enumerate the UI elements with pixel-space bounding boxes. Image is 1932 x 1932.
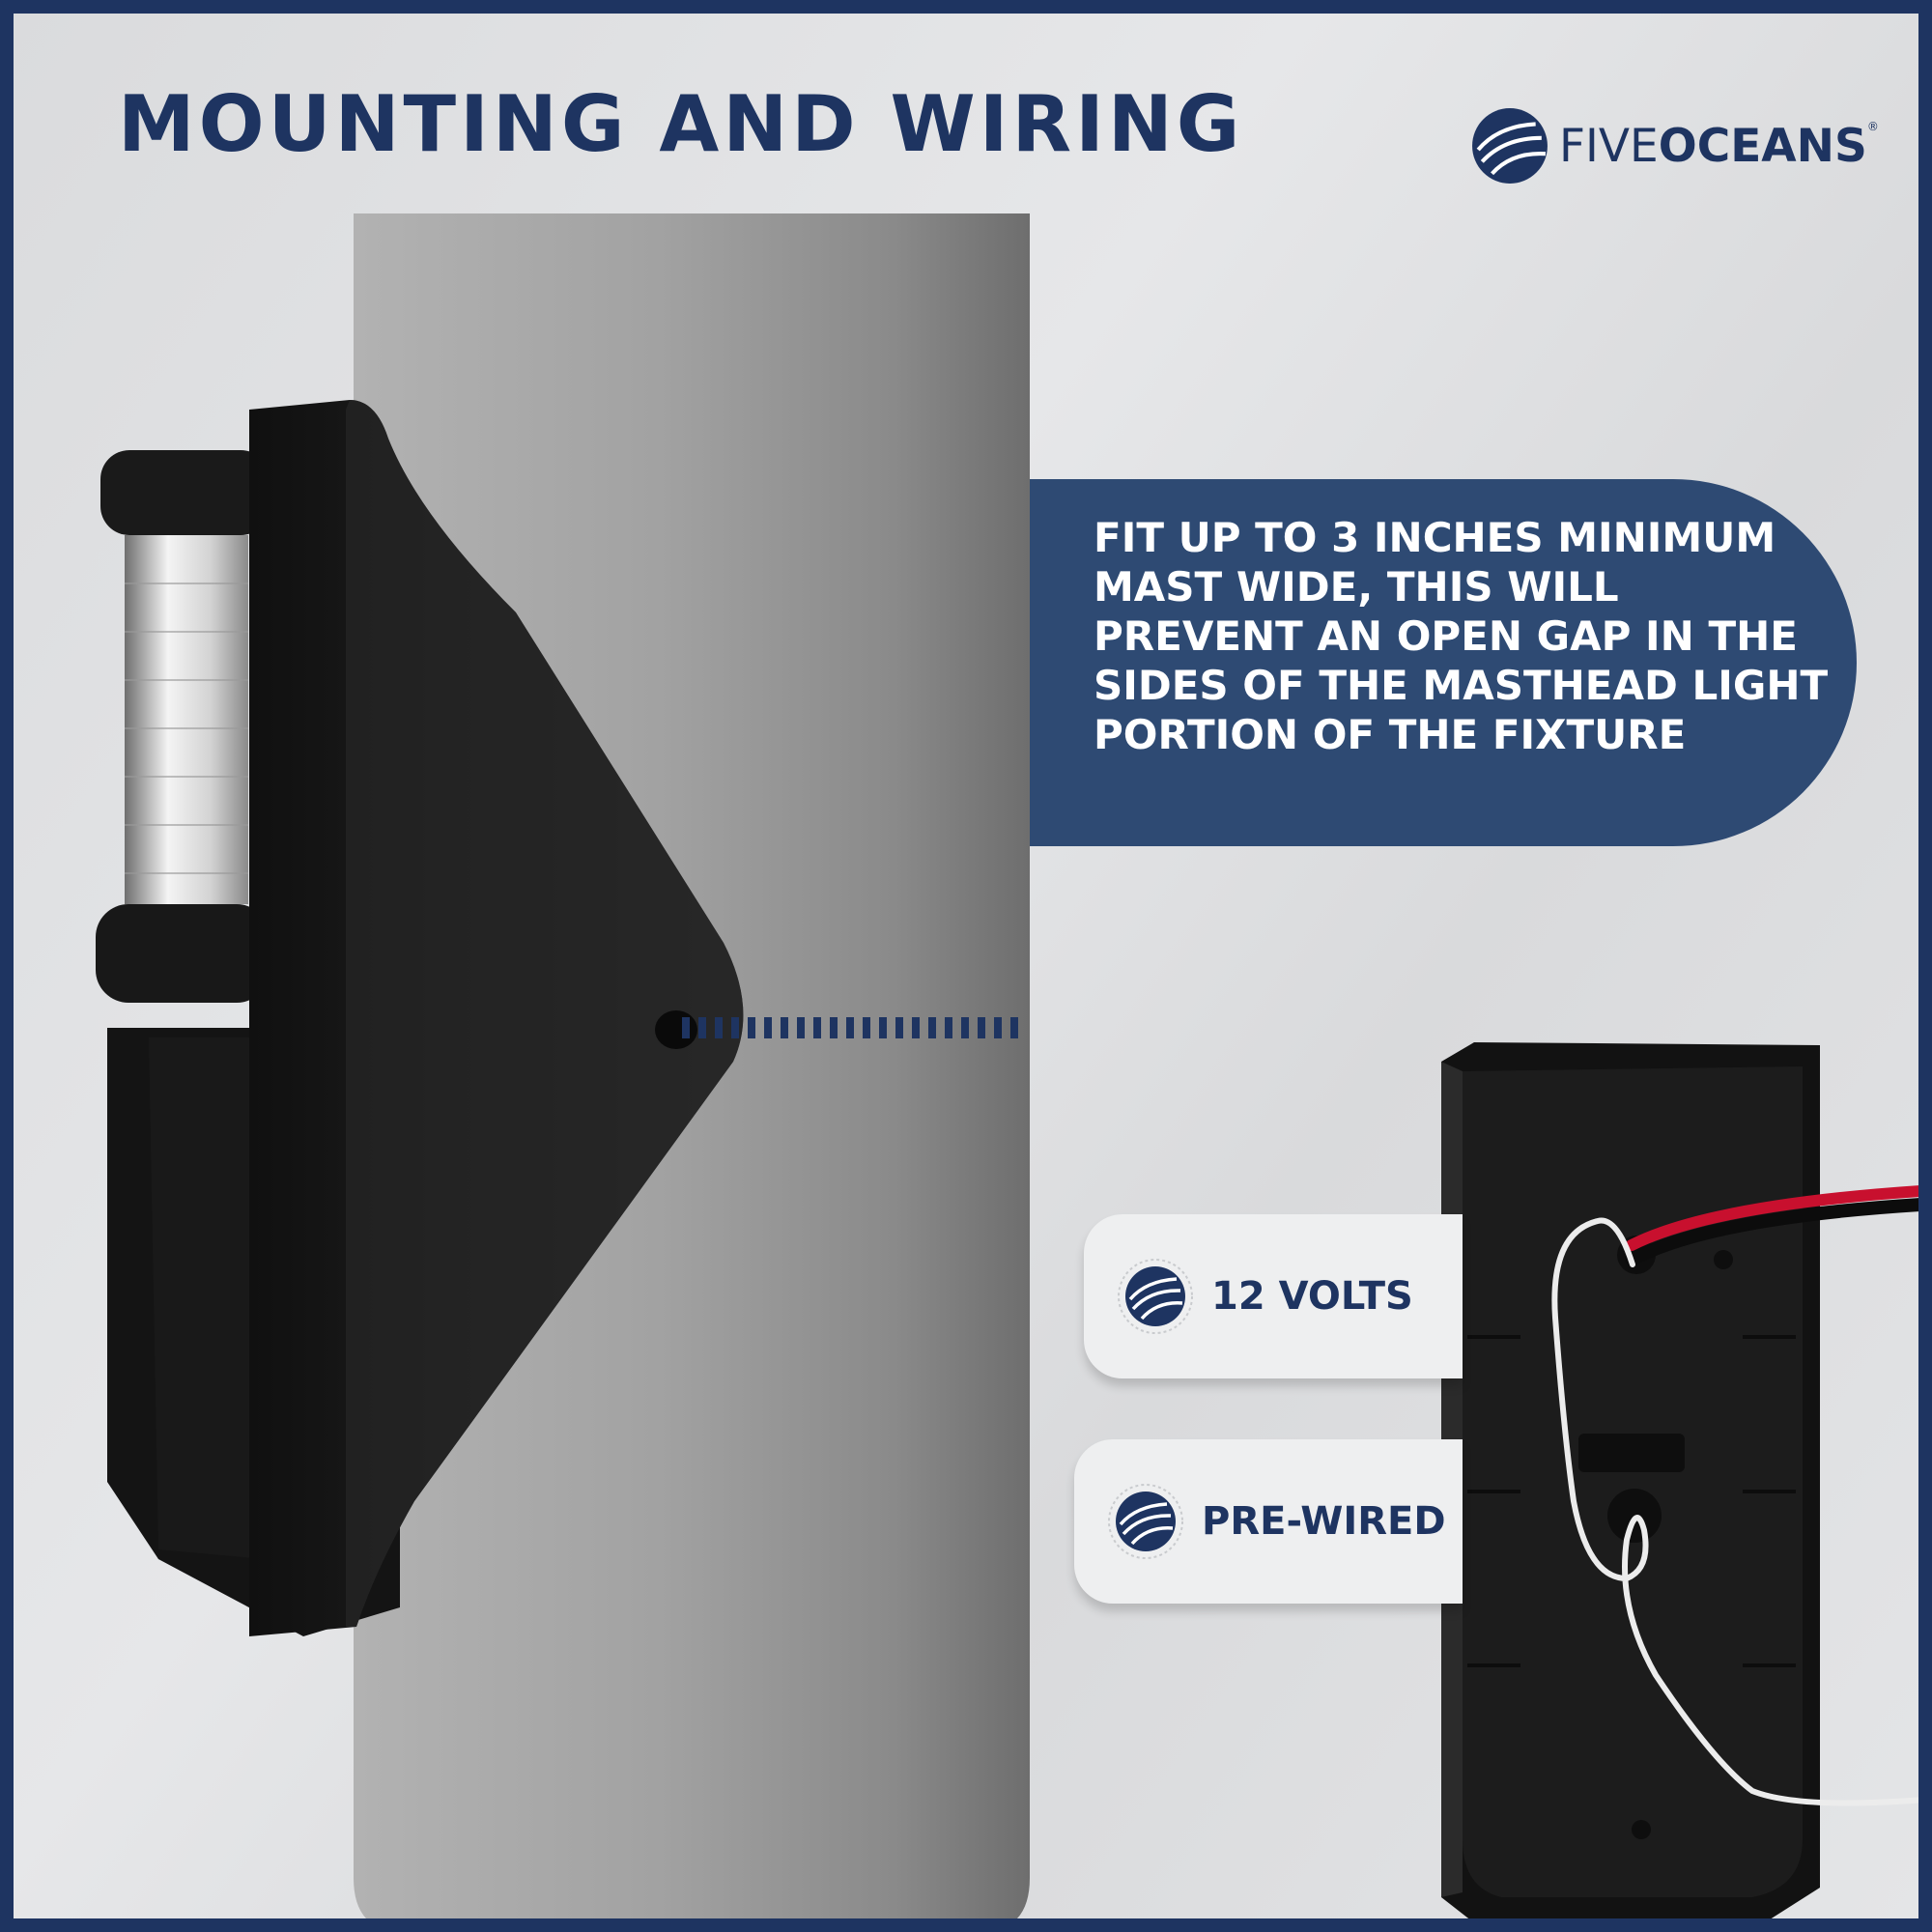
wave-globe-icon (1472, 108, 1548, 184)
registered-mark: ® (1866, 119, 1879, 133)
feature-label: 12 VOLTS (1211, 1274, 1413, 1319)
callout-bubble: FIT UP TO 3 INCHES MINIMUM MAST WIDE, TH… (1030, 479, 1857, 846)
brand-name-bold: OCEANS (1658, 119, 1867, 173)
page-title: MOUNTING AND WIRING (118, 79, 1244, 169)
brand-wordmark: FIVEOCEANS® (1559, 120, 1879, 173)
feature-badge-pre-wired: PRE-WIRED (1074, 1439, 1463, 1604)
wired-base-plate (1441, 1042, 1918, 1918)
masthead-light-fixture (96, 400, 744, 1636)
product-illustration (96, 213, 1918, 1918)
feature-badge-12-volts: 12 VOLTS (1084, 1214, 1463, 1378)
brand-logo: FIVEOCEANS® (1470, 106, 1879, 185)
brand-name-light: FIVE (1559, 119, 1659, 173)
feature-label: PRE-WIRED (1202, 1499, 1446, 1544)
wave-globe-icon (1118, 1259, 1193, 1334)
wave-globe-icon (1108, 1484, 1183, 1559)
callout-text: FIT UP TO 3 INCHES MINIMUM MAST WIDE, TH… (1094, 514, 1829, 758)
